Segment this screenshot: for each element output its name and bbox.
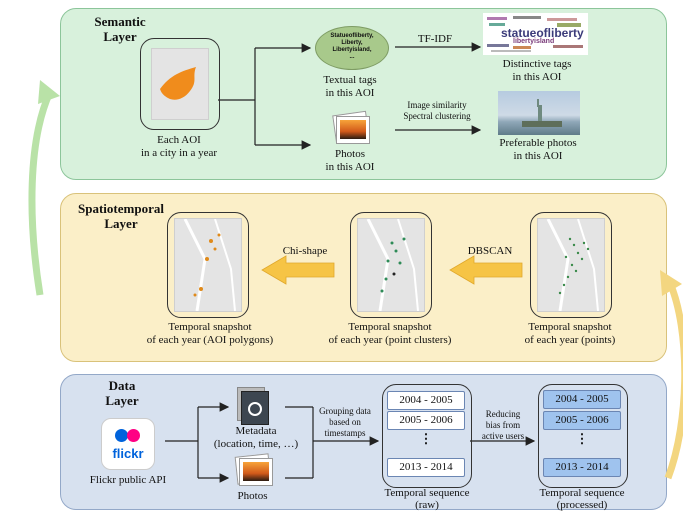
aoi-frame — [140, 38, 220, 130]
snapshot-polygons-label: Temporal snapshot of each year (AOI poly… — [146, 321, 274, 346]
spatiotemporal-layer-title: Spatiotemporal Layer — [78, 201, 164, 231]
word-cloud-image: statueofliberty libertyisland — [483, 13, 588, 55]
gear-icon — [248, 402, 262, 416]
processed-ellipsis: ⋮ — [575, 431, 589, 446]
processed-year-3: 2013 - 2014 — [543, 458, 621, 477]
word-cloud-graphic — [487, 16, 583, 52]
semantic-layer-title: Semantic Layer — [94, 14, 146, 44]
points-map-graphic — [546, 218, 599, 312]
processed-sequence-label: Temporal sequence (processed) — [539, 487, 625, 511]
snapshot-points-label: Temporal snapshot of each year (points) — [524, 321, 616, 346]
data-photos-label: Photos — [237, 490, 268, 502]
metadata-file-icon — [233, 387, 271, 425]
dbscan-arrow — [449, 255, 523, 285]
processed-year-2: 2005 - 2006 — [543, 411, 621, 430]
flickr-pink-dot — [127, 429, 140, 442]
data-layer-title: Data Layer — [105, 378, 139, 408]
tags-bubble-text: Statueofliberty, Liberty, Libertyisland,… — [330, 33, 374, 60]
curve-arrow-to-spatiotemporal — [664, 281, 683, 480]
tags-bubble: Statueofliberty, Liberty, Libertyisland,… — [315, 26, 389, 70]
snapshot-points-frame — [530, 212, 612, 318]
flickr-logo-tile: flickr — [101, 418, 155, 470]
aoi-map-thumbnail — [151, 48, 209, 120]
flickr-api-label: Flickr public API — [89, 474, 167, 486]
chi-shape-arrow — [261, 255, 335, 285]
polygons-map-graphic — [183, 218, 236, 312]
grouping-label: Grouping data based on timestamps — [319, 406, 371, 438]
snapshot-clusters-frame — [350, 212, 432, 318]
raw-year-1: 2004 - 2005 — [387, 391, 465, 410]
raw-ellipsis: ⋮ — [419, 431, 433, 446]
preferable-photos-label: Preferable photos in this AOI — [499, 137, 577, 162]
flickr-logo-text: flickr — [112, 446, 144, 461]
preferable-photo — [498, 91, 580, 135]
aoi-polygons-map — [174, 218, 242, 312]
points-map — [537, 218, 605, 312]
curve-arrow-to-semantic — [28, 90, 54, 296]
aoi-label: Each AOI in a city in a year — [140, 134, 218, 159]
word-cloud-main-word: statueofliberty — [501, 26, 584, 40]
raw-sequence-frame — [382, 384, 472, 488]
photos-in-aoi-label: Photos in this AOI — [325, 148, 375, 173]
point-clusters-map — [357, 218, 425, 312]
word-cloud-sub-word: libertyisland — [513, 38, 555, 45]
aoi-polygon-icon — [160, 67, 196, 100]
similarity-clustering-label: Image similarity Spectral clustering — [403, 100, 471, 121]
metadata-label: Metadata (location, time, …) — [213, 425, 299, 450]
flickr-blue-dot — [115, 429, 128, 442]
clusters-map-graphic — [366, 218, 419, 312]
processed-sequence-frame — [538, 384, 628, 488]
chi-shape-label: Chi-shape — [282, 245, 328, 257]
snapshot-polygons-frame — [167, 212, 249, 318]
dbscan-label: DBSCAN — [467, 245, 513, 257]
statue-silhouette — [522, 99, 562, 127]
processed-year-1: 2004 - 2005 — [543, 390, 621, 409]
tfidf-label: TF-IDF — [417, 33, 453, 45]
raw-year-2: 2005 - 2006 — [387, 411, 465, 430]
snapshot-clusters-label: Temporal snapshot of each year (point cl… — [328, 321, 452, 346]
textual-tags-label: Textual tags in this AOI — [323, 74, 377, 99]
raw-year-3: 2013 - 2014 — [387, 458, 465, 477]
photos-stack-icon — [330, 110, 370, 144]
distinctive-tags-label: Distinctive tags in this AOI — [502, 58, 572, 83]
raw-sequence-label: Temporal sequence (raw) — [384, 487, 470, 511]
reducing-bias-label: Reducing bias from active users — [481, 409, 525, 441]
photos-icon — [234, 453, 274, 486]
